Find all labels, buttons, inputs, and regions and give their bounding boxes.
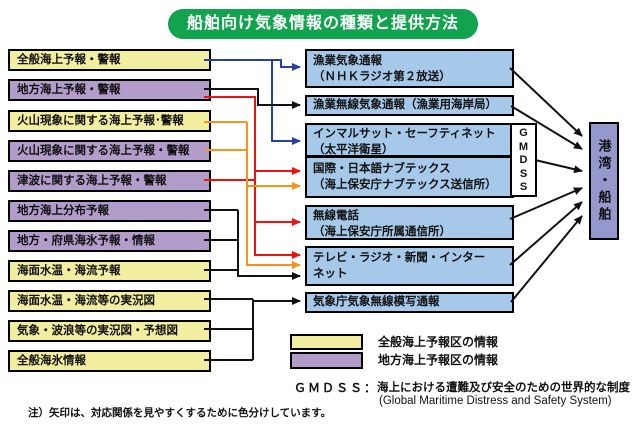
footnote: 注）矢印は、対応関係を見やすくするために色分けしています。 (28, 407, 332, 419)
orange-arrows (204, 121, 301, 269)
gmdss-legend-desc-en: (Global Maritime Distress and Safety Sys… (379, 395, 612, 407)
channel-line: （海上保安庁所属通信所） (313, 226, 451, 238)
channel-line: 無線電話 (313, 210, 359, 222)
gmdss-legend-term: ＧＭＤＳＳ： (294, 381, 379, 395)
channel-fishery-weather-broadcast: 漁業気象通報 （ＮＨＫラジオ第２放送） (305, 49, 514, 88)
source-tsunami-marine-forecast-warning: 津波に関する海上予報・警報 (8, 170, 211, 192)
source-local-marine-forecast-warning: 地方海上予報・警報 (8, 79, 211, 101)
arrow-tv-internet-to-port (509, 201, 583, 266)
legend-swatch-local (290, 352, 363, 369)
channel-radio-telephone: 無線電話 （海上保安庁所属通信所） (305, 205, 514, 240)
channel-line: （海上保安庁ナブテックス送信所） (313, 179, 497, 191)
legend-label-general: 全般海上予報区の情報 (378, 335, 499, 349)
arrow-group-to-tv-internet (237, 210, 301, 280)
arrow-general-to-inmarsat (271, 60, 301, 145)
channel-line: （ＮＨＫラジオ第２放送） (313, 71, 451, 83)
arrow-local-to-tv-internet (204, 96, 301, 259)
gmdss-letter: M (518, 140, 529, 153)
legend-swatch-general (290, 334, 363, 350)
gmdss-letter: S (519, 181, 528, 193)
gmdss-letter: D (519, 154, 528, 166)
channel-line: （太平洋衛星） (313, 144, 394, 156)
source-general-marine-forecast-warning: 全般海上予報・警報 (8, 49, 211, 71)
arrow-gmdss-to-port (534, 159, 583, 174)
channel-navtex: 国際・日本語ナブテックス （海上保安庁ナブテックス送信所） (305, 156, 514, 198)
diagram-title: 船舶向け気象情報の種類と提供方法 (168, 9, 478, 39)
arrow-orange-to-tv-internet (246, 122, 301, 269)
source-volcanic-marine-forecast-warning-general: 火山現象に関する海上予報･警報 (8, 110, 211, 132)
source-local-marine-distribution-forecast: 地方海上分布予報 (8, 200, 211, 222)
source-general-sea-ice-info: 全般海氷情報 (8, 350, 211, 372)
arrow-general-to-fishery-broadcast (204, 59, 301, 71)
channel-line: インマルサット・セーフティネット (313, 128, 496, 140)
channel-tv-radio-newspaper-internet: テレビ・ラジオ・新聞・インター ネット (305, 246, 514, 286)
red-arrows (204, 96, 301, 259)
source-sst-current-analysis-chart: 海面水温・海流等の実況図 (8, 290, 211, 312)
channel-line: 国際・日本語ナブテックス (313, 163, 451, 175)
blue-arrows (204, 59, 301, 145)
channel-jma-radio-facsimile: 気象庁気象無線模写通報 (305, 292, 514, 313)
channel-fishery-radio-weather-broadcast: 漁業無線気象通報（漁業用海岸局） (305, 95, 514, 116)
channel-line: 気象庁気象無線模写通報 (313, 296, 440, 308)
gmdss-legend-desc-ja: 海上における遭難及び安全のための世界的な制度 (377, 382, 630, 394)
arrow-local-to-fishery-radio (204, 88, 301, 109)
channel-line: テレビ・ラジオ・新聞・インター (313, 252, 486, 264)
gmdss-box: G M D S S (510, 123, 537, 197)
gmdss-letter: G (519, 127, 528, 139)
destination-port-ship-box: 港湾・船舶 (589, 122, 619, 240)
channel-line: 漁業気象通報 (313, 55, 382, 67)
source-sst-current-forecast: 海面水温・海流予報 (8, 260, 211, 282)
arrow-facsimile-to-port (510, 215, 583, 303)
channel-line: ネット (313, 268, 348, 280)
channel-inmarsat-safetynet: インマルサット・セーフティネット （太平洋衛星） (305, 123, 514, 157)
source-local-prefecture-sea-ice-forecast-info: 地方・府県海氷予報・情報 (8, 230, 211, 252)
gmdss-letter: S (519, 167, 528, 180)
source-volcanic-marine-forecast-warning-local: 火山現象に関する海上予報・警報 (8, 140, 211, 162)
legend-label-local: 地方海上予報区の情報 (378, 353, 499, 367)
channel-line: 漁業無線気象通報（漁業用海岸局） (313, 99, 497, 111)
source-weather-wave-analysis-forecast-chart: 気象・波浪等の実況図・予想図 (8, 320, 211, 342)
destination-label: 港湾・船舶 (596, 138, 612, 224)
